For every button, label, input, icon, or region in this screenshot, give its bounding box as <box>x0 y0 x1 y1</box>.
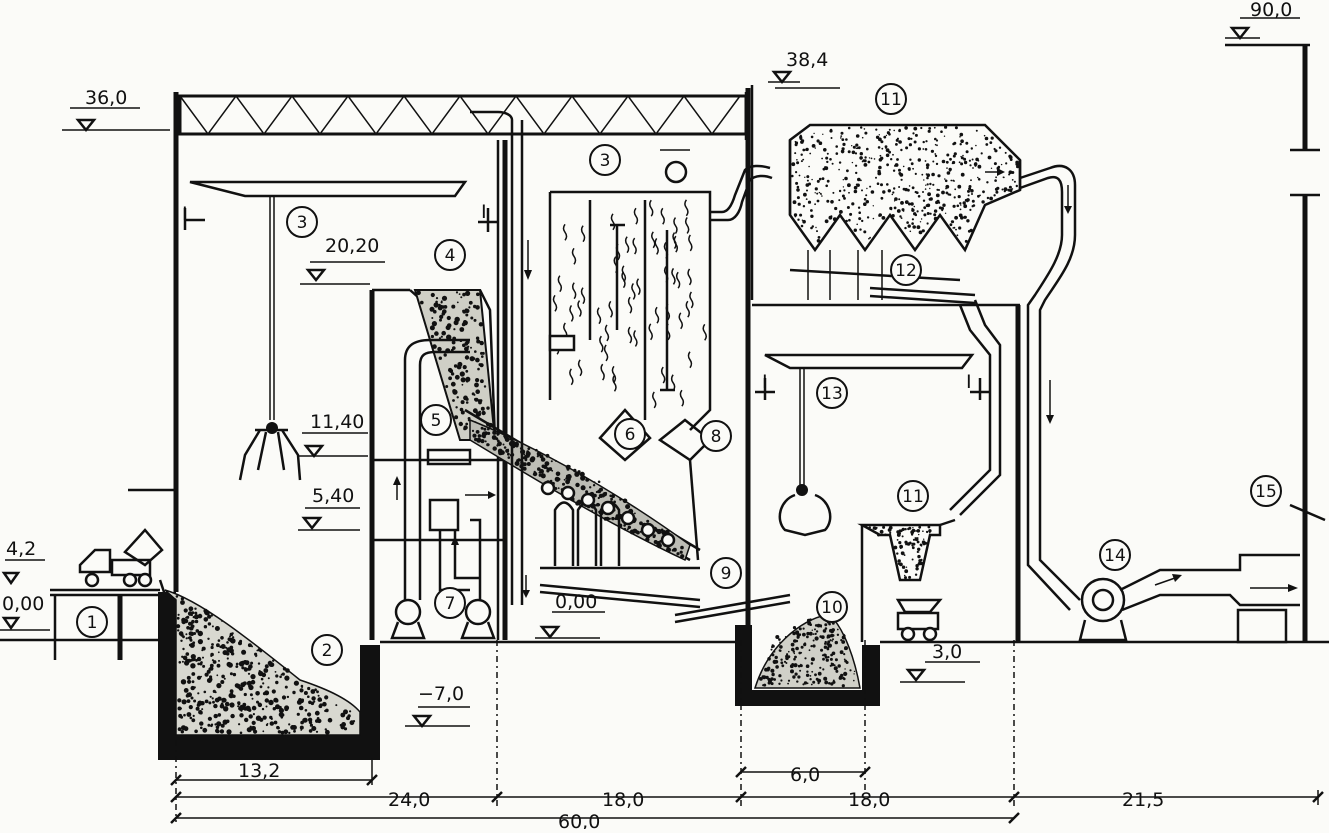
elevation-marks: 90,0 38,4 36,0 20,20 11,40 5,40 4,2 0,00 <box>0 0 1300 729</box>
elevation-0-00-mid: 0,00 <box>555 591 597 613</box>
crane-rail-marks: I I I I <box>182 201 972 393</box>
filter-dust-texture <box>791 125 1020 243</box>
slag-pit <box>735 614 880 706</box>
air-supply <box>390 110 532 640</box>
callout-number: 2 <box>322 641 333 661</box>
callout-1-0: 1 <box>76 606 108 638</box>
callout-number: 5 <box>431 411 442 431</box>
elevation-0-00-left: 0,00 <box>2 593 44 615</box>
callout-6-6: 6 <box>614 418 646 450</box>
callout-number: 6 <box>625 425 636 445</box>
callout-number: 10 <box>821 598 843 618</box>
dimension-18-0-b: 18,0 <box>848 789 890 811</box>
crane-mark-1: I <box>182 203 188 225</box>
dimension-ticks <box>170 766 1324 824</box>
bin-texture <box>868 525 932 580</box>
callout-number: 3 <box>297 213 308 233</box>
dimension-labels: 13,2 24,0 18,0 6,0 18,0 21,5 60,0 <box>238 760 1164 833</box>
callout-2-1: 2 <box>311 634 343 666</box>
dimension-24-0: 24,0 <box>388 789 430 811</box>
callout-number: 8 <box>711 427 722 447</box>
crane-left <box>183 180 498 481</box>
callout-13-14: 13 <box>816 377 848 409</box>
elevation-minus-7-0: −7,0 <box>418 683 464 705</box>
crane-mark-4: I <box>966 371 972 393</box>
elevation-38-4: 38,4 <box>786 49 828 71</box>
second-hall <box>745 85 1022 642</box>
callout-9-9: 9 <box>710 557 742 589</box>
elevation-20-20: 20,20 <box>325 235 379 257</box>
elevation-90-0: 90,0 <box>1250 0 1292 21</box>
dimension-13-2: 13,2 <box>238 760 280 782</box>
callout-3-3: 3 <box>589 144 621 176</box>
boiler-flue-texture <box>552 199 707 409</box>
bunker-waste-texture <box>175 595 356 735</box>
callout-8-8: 8 <box>700 420 732 452</box>
flue-and-stack <box>985 43 1326 644</box>
callout-number: 9 <box>721 564 732 584</box>
callout-number: 14 <box>1104 546 1126 566</box>
main-building <box>128 92 748 640</box>
callout-4-4: 4 <box>434 239 466 271</box>
callout-number: 4 <box>445 246 456 266</box>
waste-bunker <box>158 589 380 760</box>
callout-number: 13 <box>821 384 843 404</box>
callout-number: 11 <box>902 487 924 507</box>
callout-3-2: 3 <box>286 206 318 238</box>
callout-number: 12 <box>895 261 917 281</box>
callout-10-10: 10 <box>816 591 848 623</box>
callout-11-11: 11 <box>897 480 929 512</box>
callout-14-15: 14 <box>1099 539 1131 571</box>
callout-number: 11 <box>880 90 902 110</box>
crane-mark-3: I <box>762 371 768 393</box>
elevation-3-0: 3,0 <box>932 641 962 663</box>
grate-arches <box>540 480 676 566</box>
crane-mark-2: I <box>481 201 487 223</box>
dimension-18-0-a: 18,0 <box>602 789 644 811</box>
dimension-lines <box>170 758 1324 824</box>
elevation-4-2: 4,2 <box>6 538 36 560</box>
callout-number: 3 <box>600 151 611 171</box>
elevation-5-40: 5,40 <box>312 485 354 507</box>
callout-number: 1 <box>87 613 98 633</box>
elevation-11-40: 11,40 <box>310 411 364 433</box>
slag-texture <box>759 616 856 688</box>
callout-number: 7 <box>445 594 456 614</box>
boiler <box>540 149 773 570</box>
callout-15-16: 15 <box>1250 475 1282 507</box>
dimension-21-5: 21,5 <box>1122 789 1164 811</box>
callout-7-7: 7 <box>434 587 466 619</box>
dimension-6-0: 6,0 <box>790 764 820 786</box>
slag-conveyor <box>522 575 791 624</box>
axis-lines <box>175 640 1015 822</box>
dimension-60-0: 60,0 <box>558 811 600 829</box>
callout-12-13: 12 <box>890 254 922 286</box>
callout-11-12: 11 <box>875 83 907 115</box>
receiving-area <box>50 528 177 660</box>
elevation-36-0: 36,0 <box>85 87 127 109</box>
callout-5-5: 5 <box>420 404 452 436</box>
callout-number: 15 <box>1255 482 1277 502</box>
